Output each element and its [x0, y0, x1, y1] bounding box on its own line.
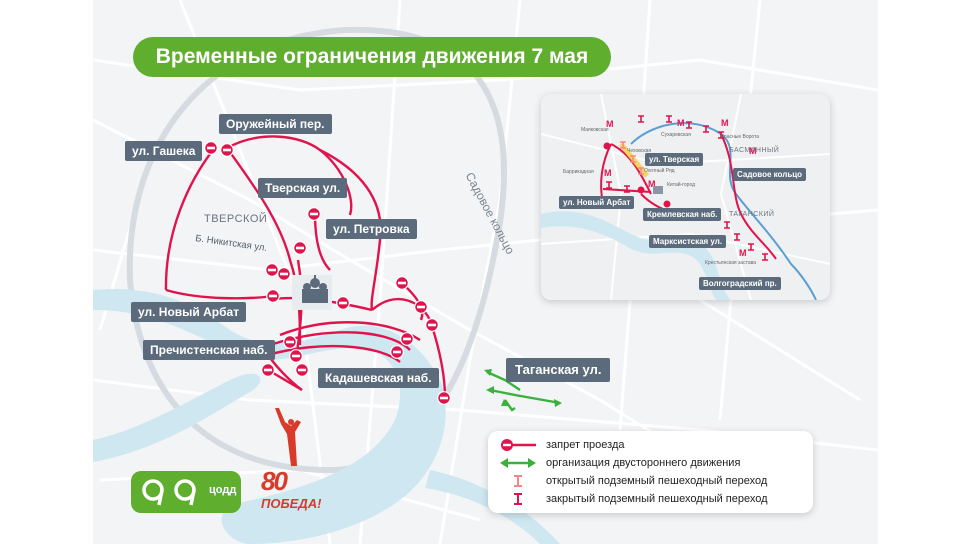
inset-closed-underpass-icons: [606, 115, 768, 261]
svg-text:M: M: [648, 179, 656, 189]
station-krasnye-vorota: Красные Ворота: [721, 134, 760, 140]
no-entry-icon: [283, 335, 297, 349]
district-tverskoy: ТВЕРСКОЙ: [204, 213, 268, 225]
svg-text:M: M: [606, 119, 614, 129]
district-tagansky: ТАГАНСКИЙ: [729, 211, 775, 218]
inset-open-underpass-icons: [620, 141, 644, 175]
legend-label: открытый подземный пешеходный переход: [546, 475, 768, 487]
no-entry-icon: [261, 363, 275, 377]
kremlin-inset-icon: [653, 186, 663, 194]
legend-label: запрет проезда: [546, 439, 625, 451]
two-way-arrow-icon: [500, 458, 536, 468]
label-taganskaya: Таганская ул.: [506, 358, 611, 382]
district-basmanny: БАСМАННЫЙ: [729, 147, 780, 154]
two-way-arrows: [486, 370, 561, 412]
no-entry-icon: [395, 276, 409, 290]
inset-label-noviy-arbat: ул. Новый Арбат: [559, 196, 635, 209]
label-gashek: ул. Гашека: [125, 141, 203, 161]
open-underpass-icon: [514, 475, 522, 487]
no-entry-icon: [414, 300, 428, 314]
motherland-statue-icon: [275, 408, 301, 466]
svg-text:M: M: [721, 118, 729, 128]
label-tverskaya: Тверская ул.: [258, 178, 348, 198]
legend-item-two-way: организация двустороннего движения: [498, 455, 740, 471]
inset-label-tverskaya: ул. Тверская: [645, 153, 704, 166]
tsodd-logo: цодд: [131, 471, 241, 513]
no-entry-icon: [425, 318, 439, 332]
no-entry-icon: [336, 296, 350, 310]
no-entry-icon: [390, 345, 404, 359]
no-entry-icon: [266, 289, 280, 303]
no-entry-icon: [204, 141, 218, 155]
legend-item-closed-underpass: закрытый подземный пешеходный переход: [498, 491, 768, 507]
inset-label-volgogradsky: Волгоградский пр.: [699, 277, 781, 290]
legend-label: закрытый подземный пешеходный переход: [546, 493, 768, 505]
inset-river: [541, 211, 731, 300]
legend-item-open-underpass: открытый подземный пешеходный переход: [498, 473, 767, 489]
label-noviy-arbat: ул. Новый Арбат: [131, 302, 247, 322]
no-entry-icon: [501, 439, 536, 451]
victory-word: ПОБЕДА!: [261, 496, 322, 511]
inset-map: M M M M M M M Маяковская Сухаревская Кра…: [541, 94, 830, 300]
inset-no-entry-markers: [603, 142, 671, 208]
legend-item-no-entry: запрет проезда: [498, 437, 625, 453]
svg-text:M: M: [739, 248, 747, 258]
station-krestyanskaya: Крестьянская застава: [705, 260, 756, 266]
svg-text:M: M: [749, 146, 757, 156]
tsodd-logo-text: цодд: [209, 484, 237, 496]
tsodd-logo-icon: [142, 479, 196, 506]
station-chekhovskaya: Чеховская: [627, 148, 652, 154]
svg-text:M: M: [677, 118, 685, 128]
label-oruzheyny: Оружейный пер.: [219, 114, 332, 134]
moskva-river: [93, 289, 446, 544]
no-entry-icon: [293, 241, 307, 255]
metro-icons: M M M M M M M: [604, 118, 757, 258]
no-entry-icon: [220, 143, 234, 157]
arrow-heads: [484, 369, 562, 407]
station-mayakovskaya: Маяковская: [581, 127, 609, 133]
label-petrovka: ул. Петровка: [326, 219, 417, 239]
closed-underpass-icon: [514, 493, 522, 505]
inset-map-base: M M M M M M M: [541, 94, 830, 300]
no-entry-icon: [307, 207, 321, 221]
inset-label-kremlevskaya: Кремлевская наб.: [643, 208, 722, 221]
no-entry-icon: [295, 363, 309, 377]
label-kadashevskaya: Кадашевская наб.: [318, 368, 439, 388]
no-entry-icon: [400, 332, 414, 346]
no-entry-icon: [437, 391, 451, 405]
label-prechistenskaya: Пречистенская наб.: [143, 340, 275, 360]
station-okhotny-ryad: Охотный Ряд: [644, 168, 675, 174]
victory-80-logo: 80 ПОБЕДА!: [261, 404, 321, 520]
station-kitay-gorod: Китай-город: [667, 182, 696, 188]
station-barrikadnaya: Баррикадная: [563, 169, 594, 175]
svg-text:M: M: [604, 168, 612, 178]
inset-label-sadovoe-koltso: Садовое кольцо: [733, 168, 807, 181]
inset-tverskaya-highlight: [619, 142, 649, 178]
river-branch: [93, 373, 261, 462]
legend-label: организация двустороннего движения: [546, 457, 741, 469]
page-title: Временные ограничения движения 7 мая: [133, 37, 611, 77]
no-entry-icon: [289, 349, 303, 363]
legend: запрет проезда организация двустороннего…: [488, 431, 813, 513]
st-basil-cathedral-icon: [302, 275, 328, 303]
inset-label-marksistskaya: Марксистская ул.: [649, 235, 727, 248]
victory-number: 80: [261, 466, 288, 496]
station-sukharevskaya: Сухаревская: [661, 132, 691, 138]
no-entry-icon: [277, 267, 291, 281]
no-entry-icon: [265, 263, 279, 277]
